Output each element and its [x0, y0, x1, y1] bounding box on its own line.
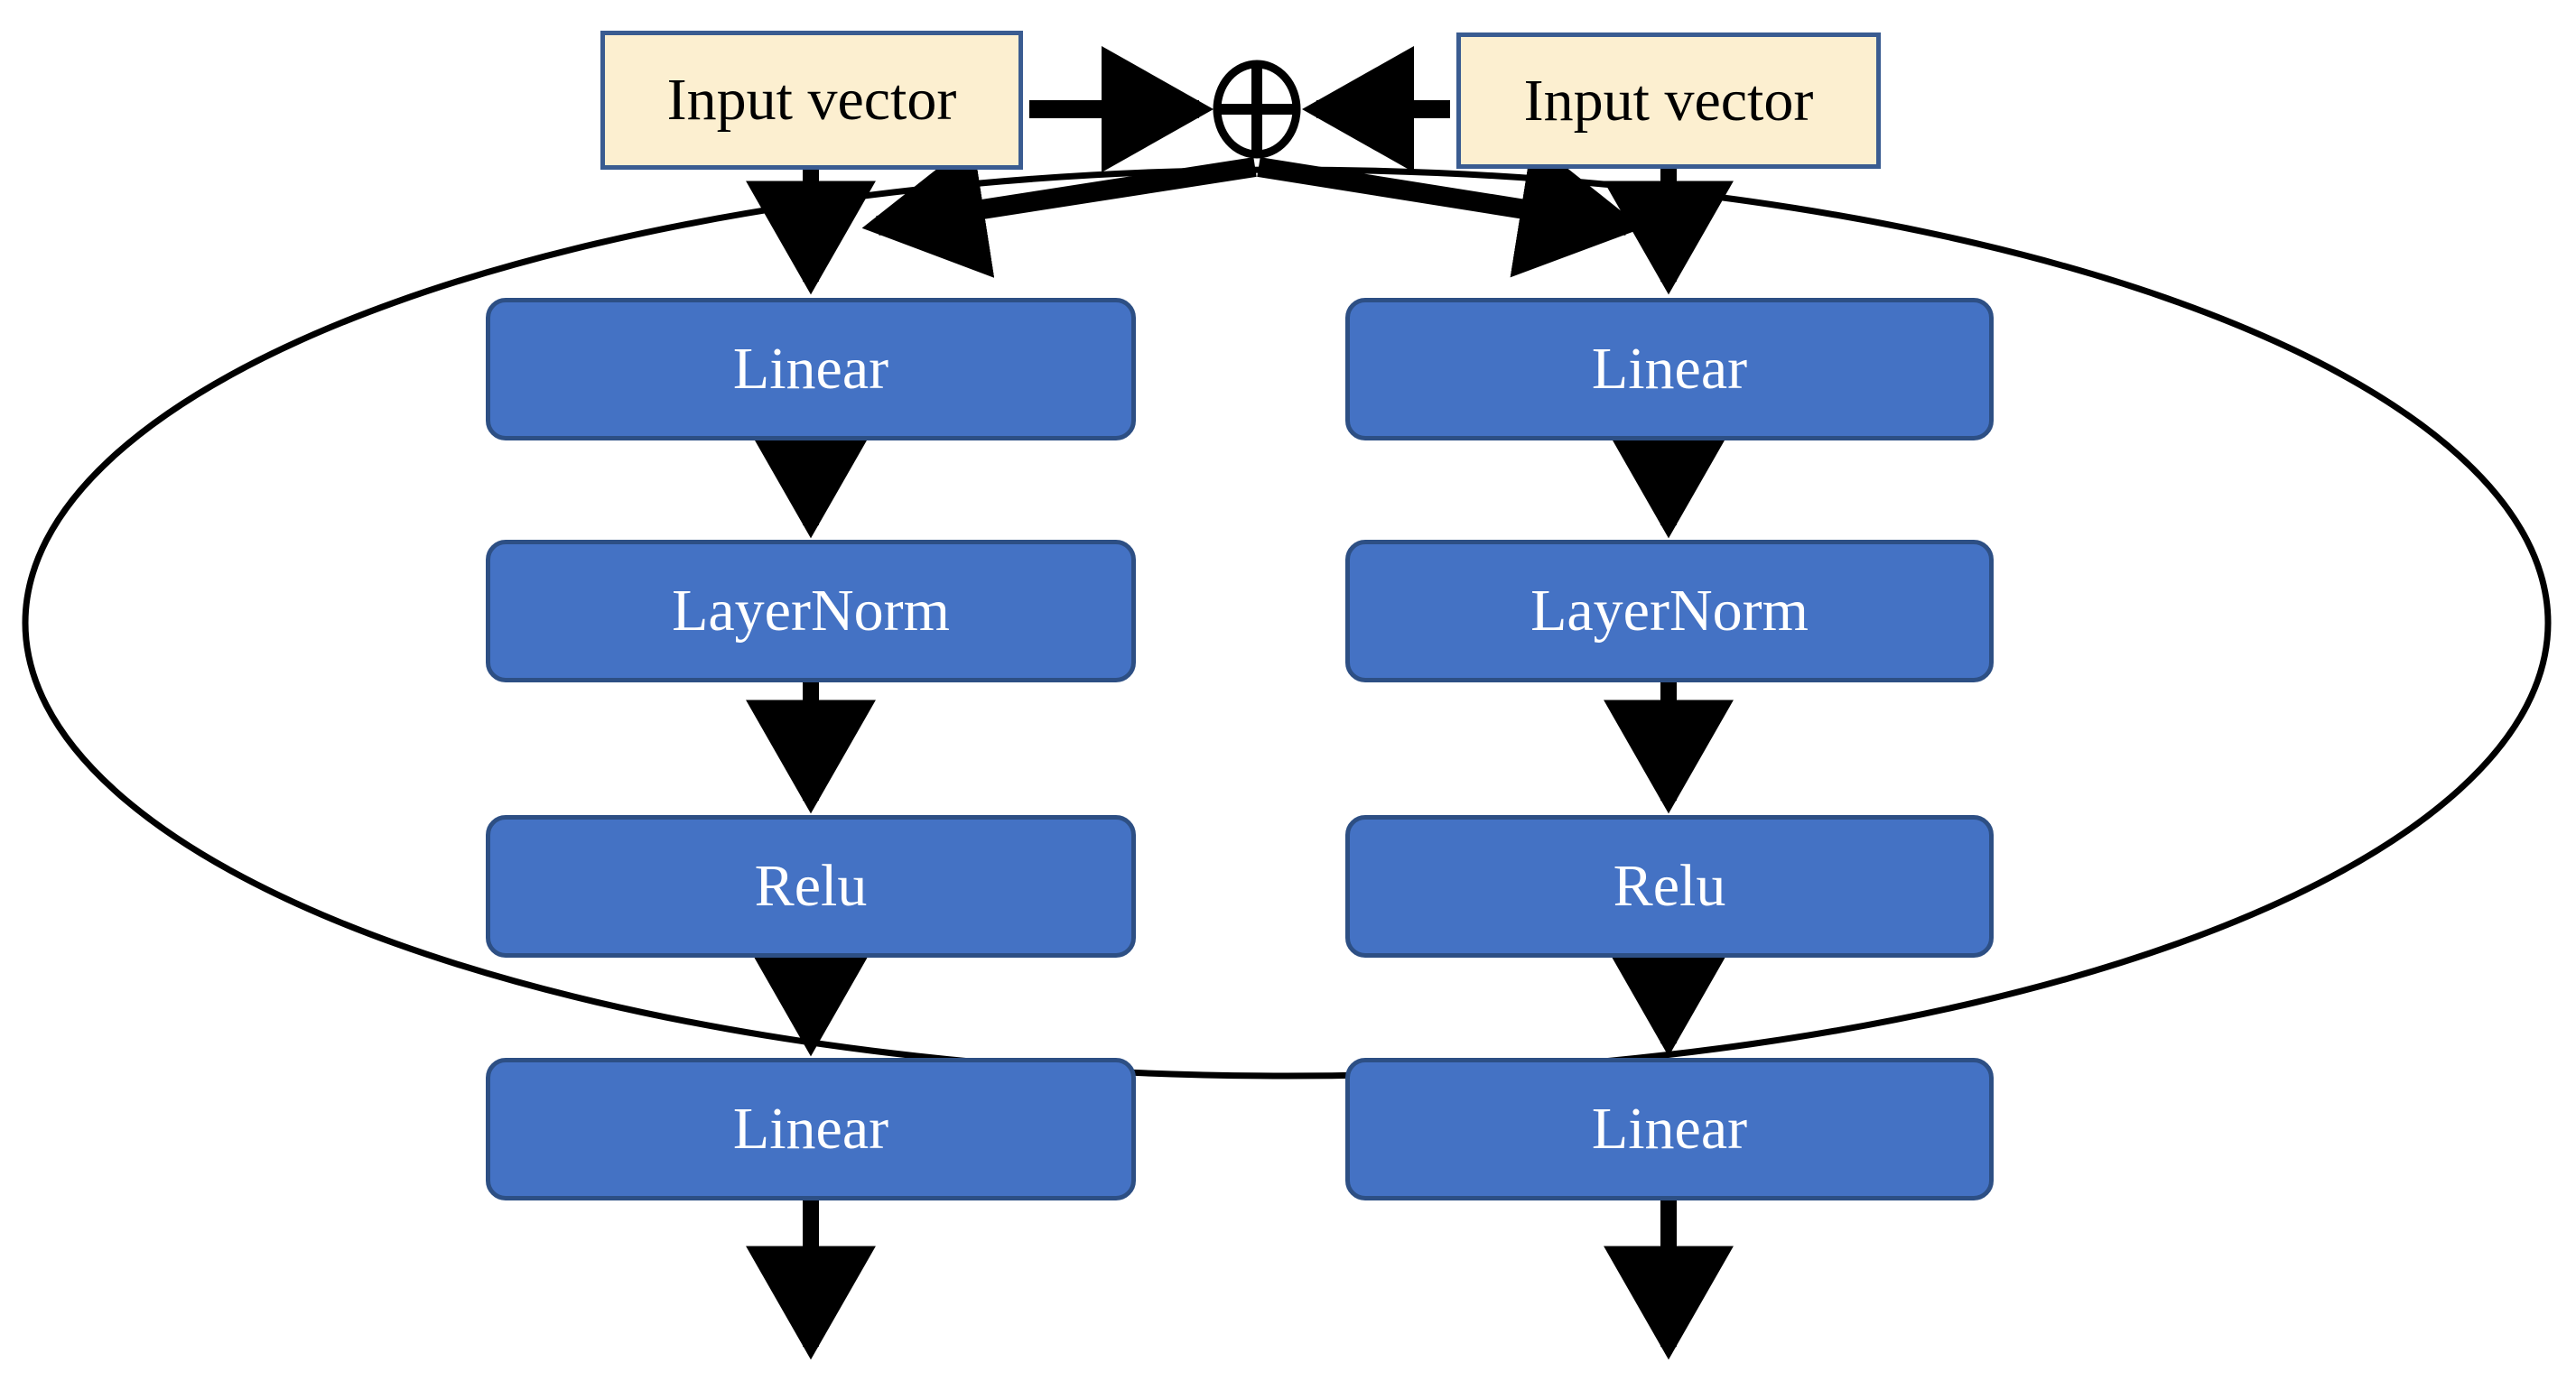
layer-box-left-linear-2[interactable]: Linear: [486, 1058, 1136, 1200]
layer-label-left-linear-2: Linear: [732, 1096, 889, 1162]
layer-label-right-layernorm: LayerNorm: [1530, 578, 1809, 644]
layer-box-left-relu[interactable]: Relu: [486, 815, 1136, 958]
input-vector-box-left[interactable]: Input vector: [600, 31, 1023, 170]
layer-box-right-relu[interactable]: Relu: [1345, 815, 1994, 958]
layer-box-left-linear-1[interactable]: Linear: [486, 298, 1136, 440]
input-vector-box-right[interactable]: Input vector: [1456, 32, 1881, 169]
layer-label-left-linear-1: Linear: [732, 336, 889, 402]
residual-skip-ellipse: [22, 166, 2552, 1080]
layer-label-right-linear-1: Linear: [1591, 336, 1748, 402]
layer-label-right-linear-2: Linear: [1591, 1096, 1748, 1162]
edge-sum-to-right-branch: [1257, 140, 1643, 278]
layer-label-right-relu: Relu: [1613, 853, 1726, 919]
layer-box-right-linear-2[interactable]: Linear: [1345, 1058, 1994, 1200]
layer-box-right-linear-1[interactable]: Linear: [1345, 298, 1994, 440]
layer-box-left-layernorm[interactable]: LayerNorm: [486, 540, 1136, 682]
input-vector-label-right: Input vector: [1523, 67, 1814, 134]
edge-sum-to-left-branch: [861, 140, 1257, 278]
layer-box-right-layernorm[interactable]: LayerNorm: [1345, 540, 1994, 682]
layer-label-left-relu: Relu: [754, 853, 868, 919]
input-vector-label-left: Input vector: [666, 67, 957, 133]
layer-label-left-layernorm: LayerNorm: [672, 578, 950, 644]
